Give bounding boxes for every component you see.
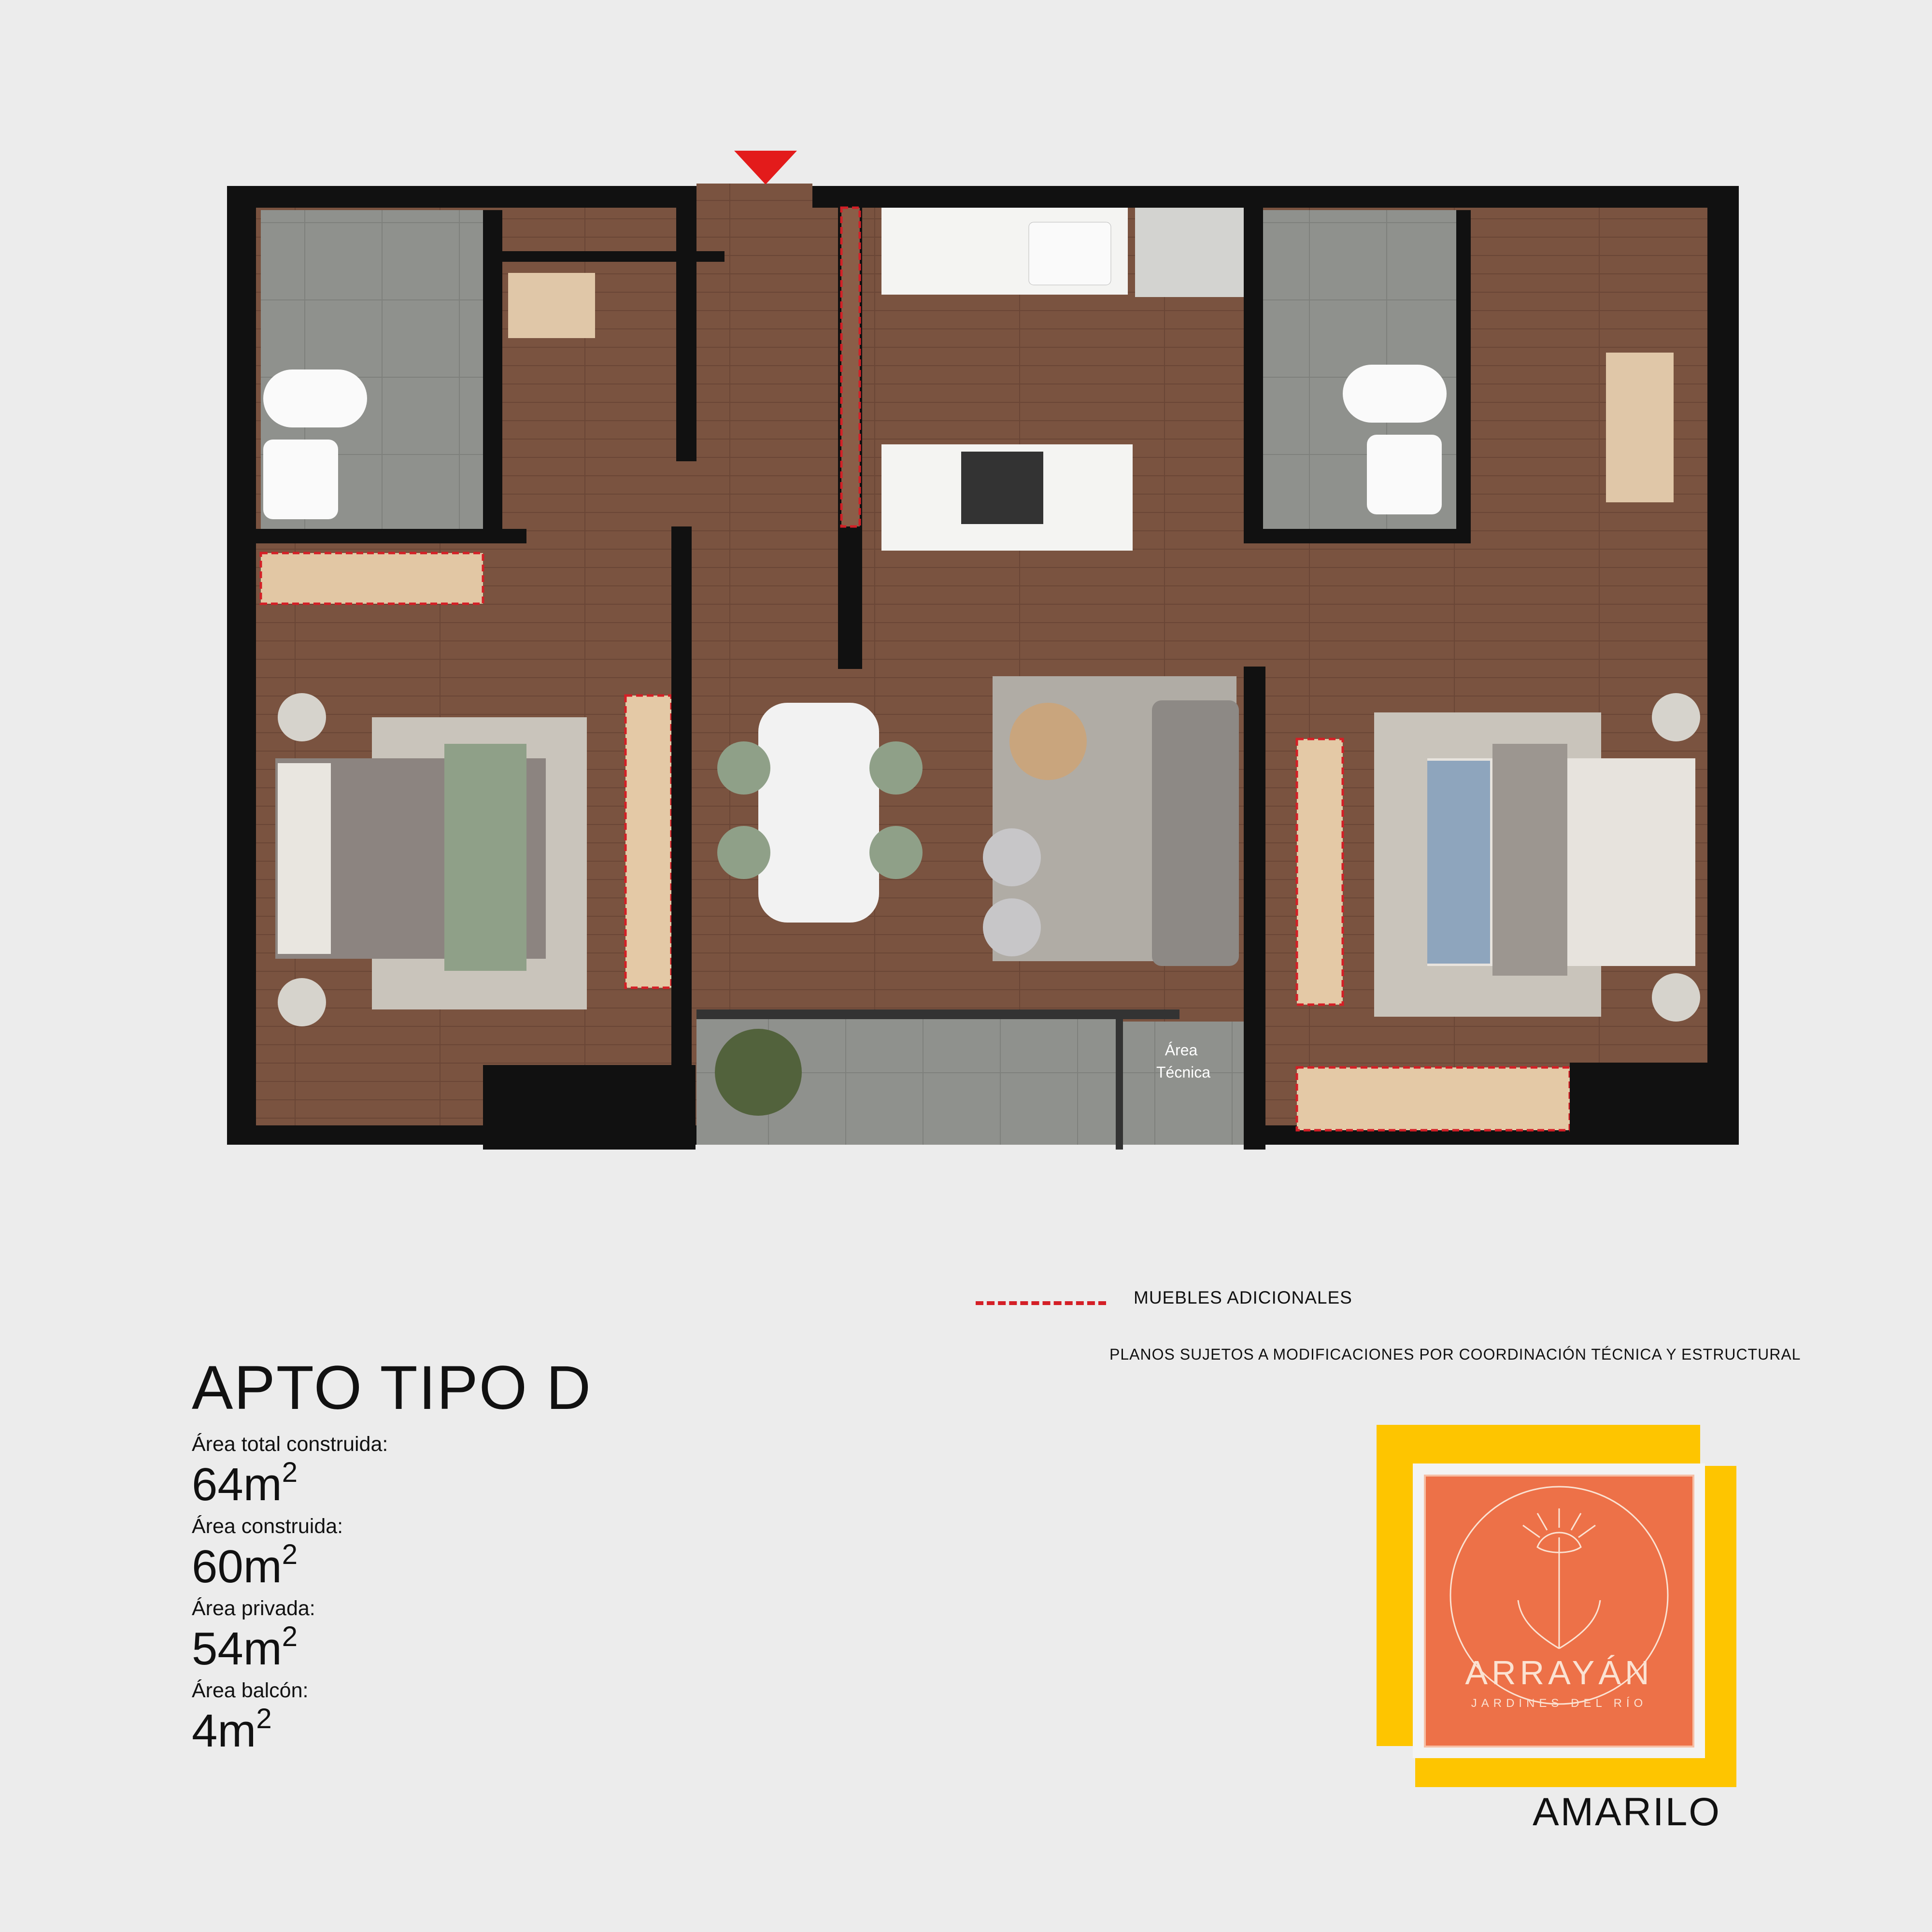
technical-area-wall [1116, 1009, 1123, 1150]
left-toilet-icon [263, 369, 367, 427]
brand-logo: ARRAYÁN JARDINES DEL RÍO [1424, 1475, 1694, 1747]
area-private-label: Área privada: [192, 1597, 315, 1620]
company-name: AMARILO [1533, 1790, 1721, 1834]
chair-3-icon [869, 741, 923, 795]
chair-1-icon [717, 741, 770, 795]
entry-arrow-icon [734, 151, 797, 185]
floor-plan-drawing: Área Técnica [227, 151, 1739, 1150]
floor-plan: Área Técnica [227, 145, 1739, 1164]
right-corner-wall [1570, 1063, 1710, 1135]
right-closet-shelf [1606, 353, 1674, 502]
brand-subtitle: JARDINES DEL RÍO [1471, 1697, 1648, 1710]
entry-corridor [696, 184, 812, 232]
right-sink-icon [1367, 435, 1442, 514]
left-wardrobe [624, 694, 673, 989]
left-lamp-top-icon [278, 693, 326, 741]
chair-4-icon [869, 826, 923, 879]
right-lamp-bottom-icon [1652, 973, 1700, 1022]
right-wardrobe [1295, 738, 1344, 1006]
left-lamp-bottom-icon [278, 978, 326, 1026]
area-total-label: Área total construida: [192, 1433, 388, 1456]
right-bath-wall-right [1456, 210, 1471, 539]
kitchen-sink-icon [1028, 222, 1111, 285]
unit-title: APTO TIPO D [192, 1353, 592, 1422]
sofa [1152, 700, 1239, 966]
pouf-1-icon [983, 828, 1041, 886]
flower-emblem-icon [1449, 1486, 1669, 1705]
disclaimer-text: PLANOS SUJETOS A MODIFICACIONES POR COOR… [1109, 1346, 1801, 1363]
plant-icon [715, 1029, 802, 1116]
area-balcony-value: 4m2 [192, 1703, 272, 1757]
coffee-table-icon [1009, 703, 1087, 780]
technical-area [1123, 1022, 1244, 1145]
area-total-value: 64m2 [192, 1457, 298, 1510]
dining-table [758, 703, 879, 923]
right-desk [1295, 1066, 1571, 1132]
left-bath-wall [483, 210, 502, 539]
balcony-left-wall [483, 1065, 696, 1150]
left-closet-wall [502, 251, 724, 262]
right-bath-bottom-wall [1244, 529, 1471, 543]
right-bath-wall-left [1244, 186, 1263, 539]
right-toilet-icon [1343, 365, 1447, 423]
right-bedroom-wall [1244, 667, 1265, 1150]
technical-area-label: Área Técnica [1156, 1041, 1210, 1081]
area-balcony-label: Área balcón: [192, 1679, 309, 1702]
left-closet-shelf [508, 273, 595, 338]
area-private-value: 54m2 [192, 1621, 298, 1675]
legend-dashed-line [976, 1301, 1106, 1305]
kitchen-tall-unit [840, 206, 861, 528]
cooktop-icon [961, 452, 1043, 524]
hall-wall [676, 186, 696, 461]
area-built-label: Área construida: [192, 1515, 343, 1538]
brand-name: ARRAYÁN [1465, 1654, 1653, 1691]
right-blanket [1427, 761, 1490, 964]
left-dresser [259, 552, 484, 605]
chair-2-icon [717, 826, 770, 879]
right-lamp-top-icon [1652, 693, 1700, 741]
left-blanket [444, 744, 526, 971]
left-bath-bottom-wall [256, 529, 526, 543]
balcony-rail [696, 1009, 1179, 1019]
left-pillows [278, 763, 331, 954]
fridge [1135, 208, 1251, 297]
pouf-2-icon [983, 898, 1041, 956]
area-built-value: 60m2 [192, 1539, 298, 1592]
left-sink-icon [263, 440, 338, 519]
left-bedroom-wall [671, 526, 692, 1150]
right-throw [1492, 744, 1567, 976]
legend-additional-furniture: MUEBLES ADICIONALES [1134, 1288, 1352, 1307]
